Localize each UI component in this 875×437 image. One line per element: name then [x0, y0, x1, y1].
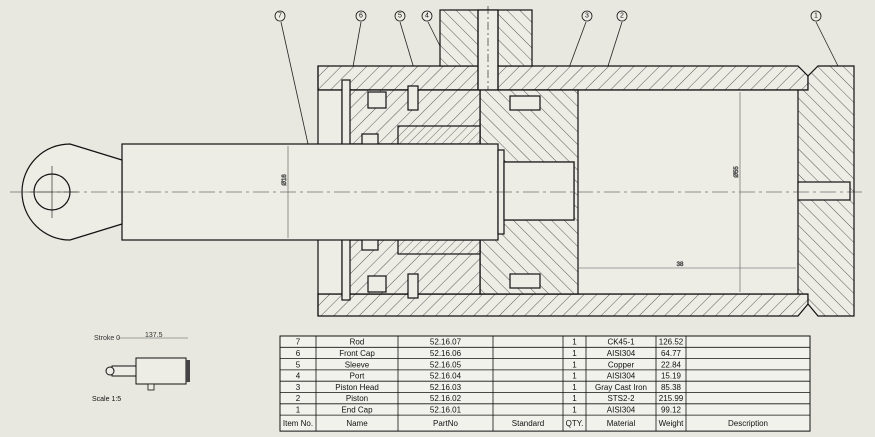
- bom-cell: STS2-2: [607, 394, 635, 403]
- bom-cell: AISI304: [607, 349, 636, 358]
- balloon-7: 7: [274, 10, 286, 22]
- bom-cell: 52.16.05: [430, 360, 462, 369]
- bom-cell: 52.16.07: [430, 338, 462, 347]
- balloon-5: 5: [394, 10, 406, 22]
- port: [439, 6, 533, 94]
- bom-row: 7 Rod 52.16.07 1 CK45-1 126.52: [296, 338, 684, 347]
- bom-cell: 3: [296, 383, 301, 392]
- bom-header-cell: PartNo: [433, 419, 458, 428]
- balloon-6: 6: [355, 10, 367, 22]
- bom-cell: Sleeve: [345, 360, 370, 369]
- bom-cell: Piston Head: [335, 383, 379, 392]
- dimension-piston-offset: 38: [578, 262, 796, 269]
- bom-cell: AISI304: [607, 405, 636, 414]
- bom-table: 7 Rod 52.16.07 1 CK45-1 126.52 6 Front Cap 52.16…: [279, 335, 811, 432]
- dimension-rod-diameter: Ø16: [282, 146, 289, 238]
- bom-header-cell: Standard: [512, 419, 544, 428]
- mini-length-label: 137.5: [145, 332, 163, 339]
- svg-text:7: 7: [278, 13, 282, 20]
- bom-header-cell: Material: [607, 419, 636, 428]
- bom-cell: 52.16.01: [430, 405, 462, 414]
- bom-cell: 1: [572, 405, 577, 414]
- bom-cell: 1: [572, 372, 577, 381]
- scale-label: Scale 1:5: [92, 396, 121, 403]
- balloon-4: 4: [421, 10, 433, 22]
- bom-cell: 52.16.06: [430, 349, 462, 358]
- bore-diameter-label: Ø55: [734, 166, 740, 178]
- bom-cell: 2: [296, 394, 301, 403]
- bom-cell: 15.19: [661, 372, 682, 381]
- bom-cell: 1: [296, 405, 301, 414]
- bom-cell: Copper: [608, 360, 635, 369]
- svg-text:6: 6: [359, 13, 363, 20]
- bom-cell: 6: [296, 349, 301, 358]
- end-cap: [797, 65, 855, 317]
- bom-cell: 52.16.03: [430, 383, 462, 392]
- bom-cell: 64.77: [661, 349, 682, 358]
- bom-cell: 4: [296, 372, 301, 381]
- rod-diameter-label: Ø16: [282, 174, 288, 186]
- bom-row: 5 Sleeve 52.16.05 1 Copper 22.84: [296, 360, 682, 369]
- bom-cell: 22.84: [661, 360, 682, 369]
- dimension-bore-diameter: Ø55: [734, 92, 741, 292]
- bom-cell: 7: [296, 338, 301, 347]
- bom-cell: 1: [572, 383, 577, 392]
- svg-text:3: 3: [585, 13, 589, 20]
- balloon-1: 1: [810, 10, 822, 22]
- bom-cell: 1: [572, 360, 577, 369]
- bom-row: 6 Front Cap 52.16.06 1 AISI304 64.77: [296, 349, 682, 358]
- bom-cell: 5: [296, 360, 301, 369]
- svg-text:2: 2: [620, 13, 624, 20]
- bom-row: 4 Port 52.16.04 1 AISI304 15.19: [296, 372, 682, 381]
- balloon-3: 3: [581, 10, 593, 22]
- bom-cell: Front Cap: [339, 349, 375, 358]
- bom-cell: 215.99: [659, 394, 684, 403]
- bom-cell: Piston: [346, 394, 368, 403]
- bom-cell: 85.38: [661, 383, 682, 392]
- bom-cell: Rod: [350, 338, 365, 347]
- bom-cell: End Cap: [341, 405, 373, 414]
- piston-offset-label: 38: [677, 262, 684, 268]
- svg-text:5: 5: [398, 13, 402, 20]
- mini-view: Stroke 0 137.5 Scale 1:5: [92, 332, 190, 403]
- bom-header-cell: QTY.: [566, 419, 584, 428]
- bom-header-cell: Name: [346, 419, 368, 428]
- bom-header-row: Item No. Name PartNo Standard QTY. Material We…: [283, 419, 768, 428]
- svg-text:1: 1: [814, 13, 818, 20]
- bom-cell: AISI304: [607, 372, 636, 381]
- bom-cell: CK45-1: [607, 338, 635, 347]
- stroke-label: Stroke 0: [94, 335, 120, 342]
- bom-header-cell: Weight: [659, 419, 685, 428]
- bom-header-cell: Item No.: [283, 419, 313, 428]
- svg-text:4: 4: [425, 13, 429, 20]
- bom-cell: 1: [572, 338, 577, 347]
- bom-header-cell: Description: [728, 419, 768, 428]
- bom-cell: 52.16.04: [430, 372, 462, 381]
- bom-cell: Port: [350, 372, 365, 381]
- bom-cell: Gray Cast Iron: [595, 383, 647, 392]
- bom-row: 1 End Cap 52.16.01 1 AISI304 99.12: [296, 405, 682, 414]
- balloon-2: 2: [616, 10, 628, 22]
- bom-row: 3 Piston Head 52.16.03 1 Gray Cast Iron 85.38: [296, 383, 682, 392]
- bom-cell: 1: [572, 349, 577, 358]
- bom-cell: 1: [572, 394, 577, 403]
- bom-cell: 52.16.02: [430, 394, 462, 403]
- bom-cell: 126.52: [659, 338, 684, 347]
- bom-cell: 99.12: [661, 405, 682, 414]
- bom-row: 2 Piston 52.16.02 1 STS2-2 215.99: [296, 394, 684, 403]
